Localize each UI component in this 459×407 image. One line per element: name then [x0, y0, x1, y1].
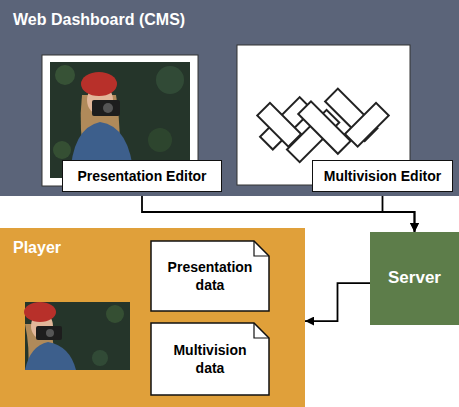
flow-arrow	[142, 192, 415, 232]
editor-label: Presentation Editor	[62, 160, 222, 192]
document-outline	[150, 240, 270, 312]
player-panel: PlayerPresentation dataMultivision data	[0, 228, 305, 407]
editor-label: Multivision Editor	[312, 160, 453, 192]
node-label: Presentation Editor	[77, 167, 206, 185]
flow-arrow	[305, 283, 370, 321]
flow-arrow	[383, 192, 415, 232]
node-label: Presentation data	[158, 258, 262, 294]
player-photo	[24, 302, 130, 370]
server-box: Server	[370, 232, 459, 325]
node-label: Server	[388, 267, 441, 289]
node-label: Multivision Editor	[324, 167, 441, 185]
node-label: Multivision data	[158, 341, 262, 377]
cms-panel: Web Dashboard (CMS) Presentation Editor Mu…	[0, 0, 459, 196]
data-document: Multivision data	[150, 322, 270, 396]
document-outline	[150, 322, 270, 396]
panel-title: Web Dashboard (CMS)	[13, 10, 185, 31]
data-document: Presentation data	[150, 240, 270, 312]
panel-title: Player	[13, 238, 61, 259]
